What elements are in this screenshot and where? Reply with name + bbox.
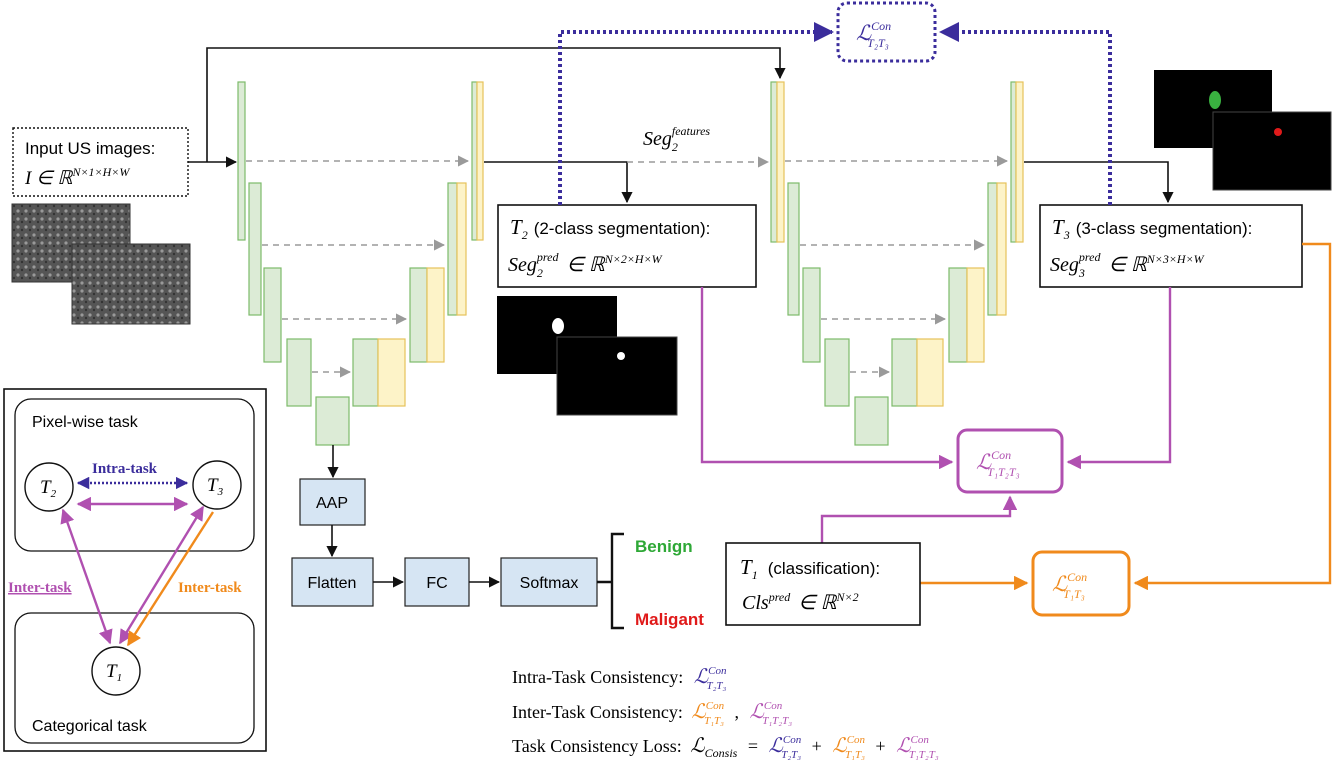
seg-features-label: Seg2features <box>643 124 710 154</box>
t3-output-box: T3(3-class segmentation): Seg3pred∈ ℝN×3… <box>1039 204 1303 288</box>
ultrasound-thumbnails <box>11 203 191 325</box>
intra-task-label: Intra-task <box>92 461 158 477</box>
unet-1 <box>237 81 484 446</box>
binary-mask-thumbnails <box>497 296 678 416</box>
svg-text:T3: T3 <box>207 475 224 498</box>
svg-text:T3(3-class segmentation):: T3(3-class segmentation): <box>1052 215 1252 242</box>
malignant-label: Maligant <box>635 610 704 629</box>
categorical-task-label: Categorical task <box>32 718 148 735</box>
svg-text:Clspred∈ ℝN×2: Clspred∈ ℝN×2 <box>742 590 859 614</box>
svg-text:Flatten: Flatten <box>308 575 357 592</box>
t1-output-box: T1(classification): Clspred∈ ℝN×2 <box>725 542 921 626</box>
svg-text:T2: T2 <box>40 477 57 500</box>
unet-2 <box>770 81 1024 446</box>
benign-label: Benign <box>635 537 693 556</box>
flatten-block: Flatten <box>291 557 374 607</box>
inter-task-right-label: Inter-task <box>178 580 242 596</box>
svg-text:Seg3pred∈ ℝN×3×H×W: Seg3pred∈ ℝN×3×H×W <box>1050 250 1205 280</box>
svg-text:FC: FC <box>426 575 447 592</box>
svg-text:T1: T1 <box>106 661 122 684</box>
softmax-block: Softmax <box>500 557 598 607</box>
fc-block: FC <box>404 557 470 607</box>
input-title: Input US images: <box>25 139 155 158</box>
svg-text:Seg2pred∈ ℝN×2×H×W: Seg2pred∈ ℝN×2×H×W <box>508 250 663 280</box>
aap-block: AAP <box>299 478 366 526</box>
svg-text:T2(2-class segmentation):: T2(2-class segmentation): <box>510 215 710 242</box>
pixel-task-label: Pixel-wise task <box>32 414 139 431</box>
t2-output-box: T2(2-class segmentation): Seg2pred∈ ℝN×2… <box>497 204 757 288</box>
three-class-mask-thumbnails <box>1154 70 1332 191</box>
svg-text:Task Consistency Loss: ℒ: Task Consistency Loss: ℒConsis = ℒConT₂T… <box>512 734 939 762</box>
svg-text:Softmax: Softmax <box>520 575 579 592</box>
input-formula: I ∈ ℝN×1×H×W <box>24 165 130 189</box>
svg-text:AAP: AAP <box>316 495 348 512</box>
legend-panel: Pixel-wise task Categorical task T2 T3 T… <box>3 388 267 752</box>
input-box: Input US images: I ∈ ℝN×1×H×W <box>12 127 189 197</box>
svg-text:T1(classification):: T1(classification): <box>740 555 880 582</box>
inter-task-left-label: Inter-task <box>8 580 72 596</box>
